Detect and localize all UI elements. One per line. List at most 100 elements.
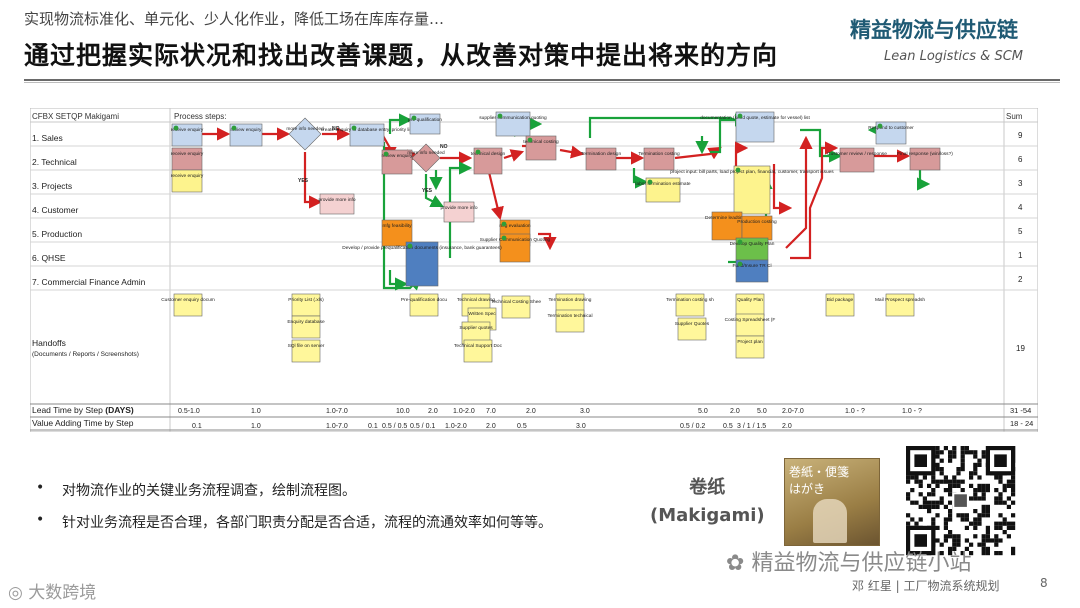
qr-module	[969, 521, 974, 526]
step-box-text: receive enquiry	[171, 151, 204, 157]
qr-module	[964, 546, 969, 551]
qr-module	[994, 538, 999, 543]
value-adding-label: Value Adding Time by Step	[32, 418, 134, 428]
qr-module	[960, 517, 965, 522]
qr-module	[935, 454, 940, 459]
qr-module	[952, 546, 957, 551]
qr-module	[1006, 479, 1011, 484]
step-box-text: documentation (send quote, estimate for …	[700, 115, 810, 121]
flow-arrow	[917, 164, 931, 191]
handoffs-sum: 19	[1016, 344, 1025, 353]
qr-module	[994, 521, 999, 526]
step-box-text: Develop / provide prequalification docum…	[342, 245, 502, 251]
qr-module	[943, 521, 948, 526]
qr-module	[956, 513, 961, 518]
qr-module	[956, 542, 961, 547]
lead-time-value: 10.0	[396, 408, 410, 415]
brand-english: Lean Logistics & SCM	[884, 49, 1023, 64]
handoff-note	[291, 315, 321, 339]
qr-module	[977, 458, 982, 463]
handoff-note-text: Customer enquiry docum	[161, 297, 215, 303]
qr-module	[1002, 521, 1007, 526]
bullet-item: •针对业务流程是否合理，各部门职责分配是否合适，流程的流通效率如何等等。	[36, 512, 552, 532]
qr-module	[1002, 483, 1007, 488]
qr-module	[969, 471, 974, 476]
qr-module	[927, 492, 932, 497]
step-box	[381, 219, 413, 247]
qr-module	[981, 496, 986, 501]
qr-module	[960, 454, 965, 459]
qr-module	[1006, 483, 1011, 488]
qr-module	[918, 504, 923, 509]
step-box	[405, 241, 439, 287]
value-adding-value: 0.1	[192, 423, 202, 430]
step-box-text: mfg evaluation	[499, 223, 531, 229]
qr-module	[952, 450, 957, 455]
decision-label: YES	[298, 178, 309, 184]
handoff-note-text: Supplier Quotes	[675, 321, 710, 327]
qr-module	[931, 521, 936, 526]
qr-module	[977, 475, 982, 480]
logo-icon: ◎	[8, 583, 29, 603]
step-box-text: supplier communication quoting	[479, 115, 547, 121]
qr-module	[985, 525, 990, 530]
qr-module	[935, 446, 940, 451]
lane-sum: 9	[1018, 131, 1023, 140]
flow-arrow	[486, 167, 504, 221]
qr-module	[943, 525, 948, 530]
qr-module	[956, 534, 961, 539]
status-dot-icon	[501, 235, 507, 241]
wechat-watermark: ✿ 精益物流与供应链小站	[726, 545, 971, 577]
lane-sum: 3	[1018, 179, 1023, 188]
lane-sum: 1	[1018, 251, 1023, 260]
lane-label: 7. Commercial Finance Admin	[32, 277, 146, 287]
qr-module	[931, 517, 936, 522]
qr-module	[931, 500, 936, 505]
qr-module	[977, 496, 982, 501]
watermark-text: 精益物流与供应链小站	[751, 551, 972, 576]
qr-module	[998, 479, 1003, 484]
step-box	[229, 123, 263, 147]
qr-module	[985, 551, 990, 556]
qr-module	[948, 492, 953, 497]
qr-module	[943, 475, 948, 480]
qr-module	[994, 551, 999, 556]
value-adding-value: 0.5 / 0.2	[680, 423, 705, 430]
qr-module	[998, 521, 1003, 526]
step-box-text: project input: bill parts, load project …	[670, 169, 834, 175]
makigami-en: (Makigami)	[650, 505, 765, 526]
step-box-text: create enquiry in database entry, priori…	[321, 127, 414, 133]
qr-module	[1011, 475, 1016, 480]
qr-module	[931, 488, 936, 493]
qr-module	[935, 450, 940, 455]
makigami-caption: 卷纸 (Makigami)	[650, 474, 765, 530]
qr-module	[981, 546, 986, 551]
lead-time-value: 3.0	[580, 408, 590, 415]
step-box-text: receive enquiry	[171, 127, 204, 133]
qr-module	[998, 475, 1003, 480]
lead-time-value: 5.0	[757, 408, 767, 415]
step-box	[733, 165, 771, 215]
qr-module	[906, 496, 911, 501]
status-dot-icon	[527, 137, 533, 143]
qr-module	[918, 483, 923, 488]
qr-module	[935, 513, 940, 518]
lane-sum: 2	[1018, 275, 1023, 284]
qr-module	[977, 462, 982, 467]
step-box	[171, 123, 203, 147]
qr-module	[1002, 530, 1007, 535]
qr-module	[998, 551, 1003, 556]
qr-module	[973, 534, 978, 539]
handoff-note-text: Technical drawing	[457, 297, 495, 303]
qr-module	[973, 521, 978, 526]
qr-module	[981, 551, 986, 556]
flow-arrow	[538, 232, 557, 251]
qr-finder-core	[994, 454, 1007, 467]
qr-module	[977, 521, 982, 526]
handoff-note	[885, 293, 915, 317]
value-adding-value: 1.0	[251, 423, 261, 430]
step-box-text: Customer review / response	[827, 151, 887, 157]
status-dot-icon	[501, 221, 507, 227]
status-dot-icon	[231, 125, 237, 131]
value-adding-value: 0.5 / 0.5	[382, 423, 407, 430]
